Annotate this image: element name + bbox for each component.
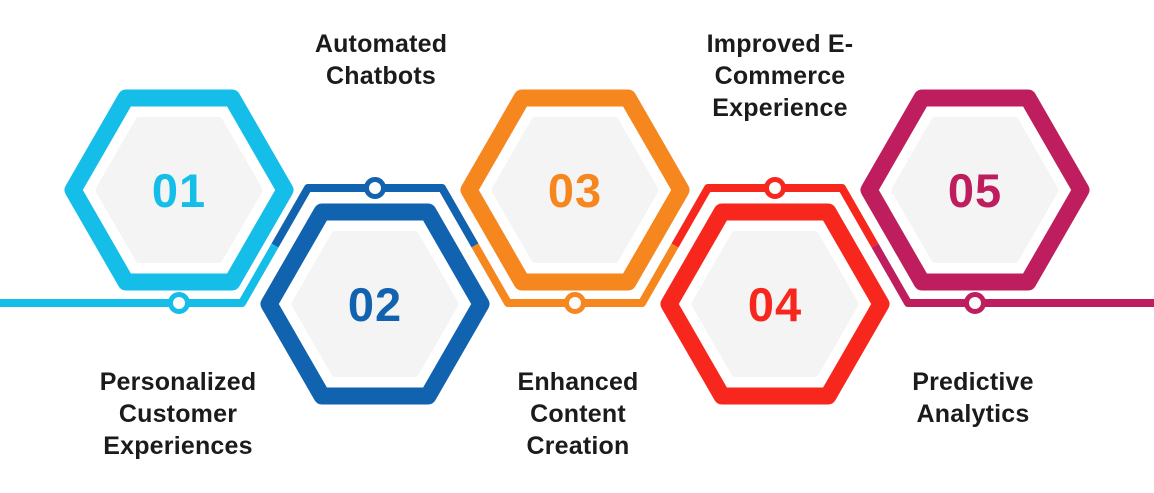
hexagon-step-01: 01 <box>64 89 294 291</box>
step-label-predictive-analytics: Predictive Analytics <box>912 368 1034 428</box>
step-number: 05 <box>948 164 1002 217</box>
connector-node-icon <box>764 177 786 199</box>
step-number: 02 <box>348 278 402 331</box>
step-label-personalized-customer-experiences: Personalized Customer Experiences <box>99 368 257 460</box>
step-number: 03 <box>548 164 602 217</box>
hexagon-outline-icon <box>860 89 1090 291</box>
hexagon-outline-icon <box>64 89 294 291</box>
step-label-enhanced-content-creation: Enhanced Content Creation <box>517 368 639 460</box>
hexagon-step-05: 05 <box>860 89 1090 291</box>
connector-segment-5 <box>871 243 1154 307</box>
step-number: 01 <box>152 164 206 217</box>
connector-nodes <box>168 177 986 314</box>
hexagon-step-03: 03 <box>460 89 690 291</box>
hexagon-inner-panel <box>95 117 263 263</box>
hexagon-step-04: 04 <box>660 203 890 405</box>
connector-segment-1 <box>0 243 279 307</box>
hexagon-inner-panel <box>291 231 459 377</box>
step-label-improved-ecommerce-experience: Improved E- Commerce Experience <box>706 30 854 122</box>
hexagon-outline-icon <box>460 89 690 291</box>
hexagon-outline-icon <box>660 203 890 405</box>
connector-node-icon <box>364 177 386 199</box>
connector-node-icon <box>964 292 986 314</box>
connector-node-icon <box>564 292 586 314</box>
hexagon-inner-panel <box>491 117 659 263</box>
step-label-automated-chatbots: Automated Chatbots <box>314 30 448 90</box>
hexagon-inner-panel <box>891 117 1059 263</box>
step-number: 04 <box>748 278 802 331</box>
hexagon-inner-panel <box>691 231 859 377</box>
connector-node-icon <box>168 292 190 314</box>
hexagon-step-02: 02 <box>260 203 490 405</box>
hexagon-outline-icon <box>260 203 490 405</box>
